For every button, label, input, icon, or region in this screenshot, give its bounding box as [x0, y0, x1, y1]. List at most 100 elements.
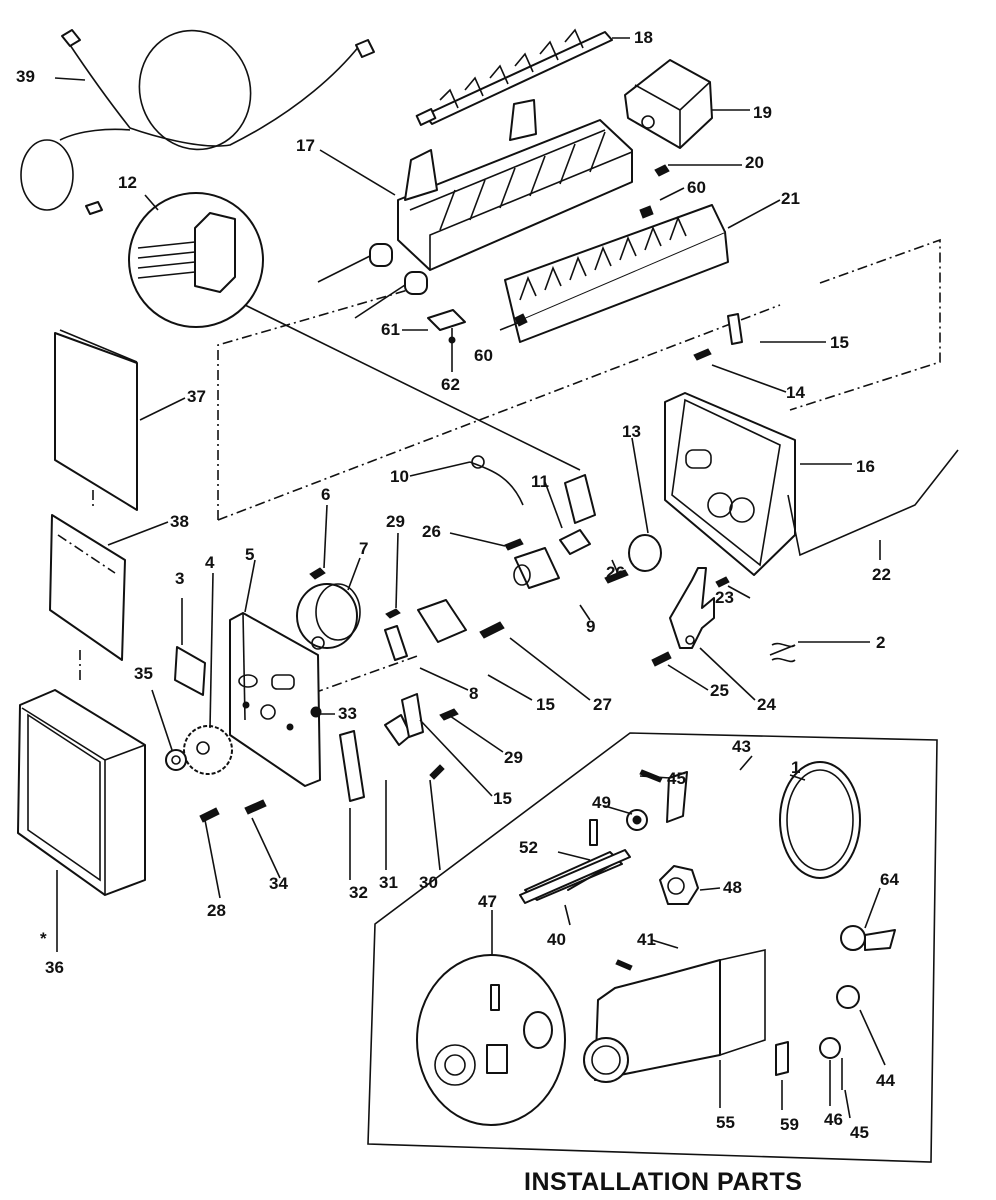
callout-leader-9 — [579, 604, 591, 621]
housing-part — [664, 392, 796, 576]
callout-leader-1 — [789, 774, 806, 781]
callout-leader-21 — [727, 199, 781, 229]
callout-leader-44 — [859, 1009, 886, 1066]
callout-label-15: 15 — [830, 333, 849, 352]
motor-part — [296, 583, 361, 650]
callout-label-22: 22 — [872, 565, 891, 584]
callout-label-25: 25 — [710, 681, 729, 700]
callout-label-33: 33 — [338, 704, 357, 723]
callout-label-45: 45 — [850, 1123, 869, 1142]
callout-label-6: 6 — [321, 485, 330, 504]
callout-leader-48 — [699, 887, 721, 891]
callout-label-4: 4 — [205, 553, 215, 572]
callout-label-*: * — [40, 929, 47, 948]
callout-leader-60 — [659, 187, 685, 201]
callout-label-21: 21 — [781, 189, 800, 208]
callout-label-35: 35 — [134, 664, 153, 683]
callout-label-14: 14 — [786, 383, 805, 402]
callout-label-52: 52 — [519, 838, 538, 857]
callout-label-41: 41 — [637, 930, 656, 949]
callout-label-60: 60 — [474, 346, 493, 365]
callout-leader-13 — [631, 437, 649, 534]
callout-leader-29 — [449, 715, 504, 753]
callout-label-12: 12 — [118, 173, 137, 192]
callout-label-45: 45 — [667, 769, 686, 788]
callout-leader-15 — [419, 719, 493, 797]
callout-label-15: 15 — [536, 695, 555, 714]
wire-harness-part — [20, 29, 375, 215]
callout-leader-37 — [139, 397, 186, 421]
callout-leader-52 — [557, 851, 591, 861]
callout-label-19: 19 — [753, 103, 772, 122]
callout-leader-12 — [144, 194, 159, 211]
installation-small-parts — [519, 761, 896, 1090]
callout-leader-49 — [604, 805, 633, 815]
callout-leader-26 — [611, 559, 621, 579]
callout-label-64: 64 — [880, 870, 899, 889]
ice-mold-part — [317, 99, 633, 319]
callout-label-29: 29 — [386, 512, 405, 531]
callout-label-8: 8 — [469, 684, 478, 703]
callout-label-34: 34 — [269, 874, 288, 893]
callout-leader-7 — [347, 557, 361, 591]
installation-parts-region: INSTALLATION PARTS — [367, 732, 938, 1196]
mounting-plate-part — [229, 612, 321, 787]
callout-leader-14 — [711, 364, 787, 393]
callout-label-9: 9 — [586, 617, 595, 636]
callout-label-39: 39 — [16, 67, 35, 86]
callout-label-32: 32 — [349, 883, 368, 902]
callout-label-1: 1 — [791, 758, 800, 777]
callout-label-62: 62 — [441, 375, 460, 394]
callout-label-26: 26 — [422, 522, 441, 541]
callout-label-60: 60 — [687, 178, 706, 197]
callout-label-15: 15 — [493, 789, 512, 808]
label-part — [49, 514, 126, 661]
callout-label-11: 11 — [531, 472, 549, 491]
callout-label-38: 38 — [170, 512, 189, 531]
stripper-cover-part — [624, 59, 713, 149]
callout-leader-6 — [323, 504, 328, 569]
callout-label-48: 48 — [723, 878, 742, 897]
callout-label-46: 46 — [824, 1110, 843, 1129]
callout-leader-24 — [699, 647, 756, 701]
callout-leader-26 — [449, 532, 506, 547]
callout-label-37: 37 — [187, 387, 206, 406]
callout-label-2: 2 — [876, 633, 885, 652]
mold-fasteners — [427, 164, 670, 352]
callout-leader-45 — [844, 1089, 851, 1119]
callout-leader-8 — [419, 667, 469, 691]
callout-label-17: 17 — [296, 136, 315, 155]
callout-leader-29 — [395, 532, 399, 609]
callout-label-44: 44 — [876, 1071, 895, 1090]
callout-label-28: 28 — [207, 901, 226, 920]
callout-label-36: 36 — [45, 958, 64, 977]
callout-leader-35 — [151, 689, 173, 751]
callout-leader-41 — [651, 939, 679, 949]
callout-label-61: 61 — [381, 320, 400, 339]
callout-leader-5 — [244, 559, 256, 613]
callout-leader-25 — [667, 664, 709, 691]
ejector-part — [415, 28, 613, 126]
callout-leader-43 — [739, 755, 753, 771]
callout-label-26: 26 — [606, 563, 625, 582]
callout-leader-28 — [204, 819, 221, 899]
callout-label-13: 13 — [622, 422, 641, 441]
callout-leader-4 — [209, 572, 214, 729]
callout-label-59: 59 — [780, 1115, 799, 1134]
callout-label-55: 55 — [716, 1113, 735, 1132]
callout-leader-17 — [319, 149, 396, 196]
callout-leader-64 — [864, 887, 881, 929]
callout-label-27: 27 — [593, 695, 612, 714]
gear-part — [183, 725, 233, 775]
callout-leader-40 — [564, 904, 571, 926]
callout-leader-38 — [107, 521, 169, 546]
callout-leader-60 — [499, 321, 521, 331]
callout-label-49: 49 — [592, 793, 611, 812]
callout-label-47: 47 — [478, 892, 497, 911]
callout-leaders — [54, 37, 886, 1119]
callout-label-43: 43 — [732, 737, 751, 756]
callout-leader-27 — [509, 637, 591, 701]
assembly-guide-lines — [79, 238, 941, 721]
callout-label-5: 5 — [245, 545, 254, 564]
